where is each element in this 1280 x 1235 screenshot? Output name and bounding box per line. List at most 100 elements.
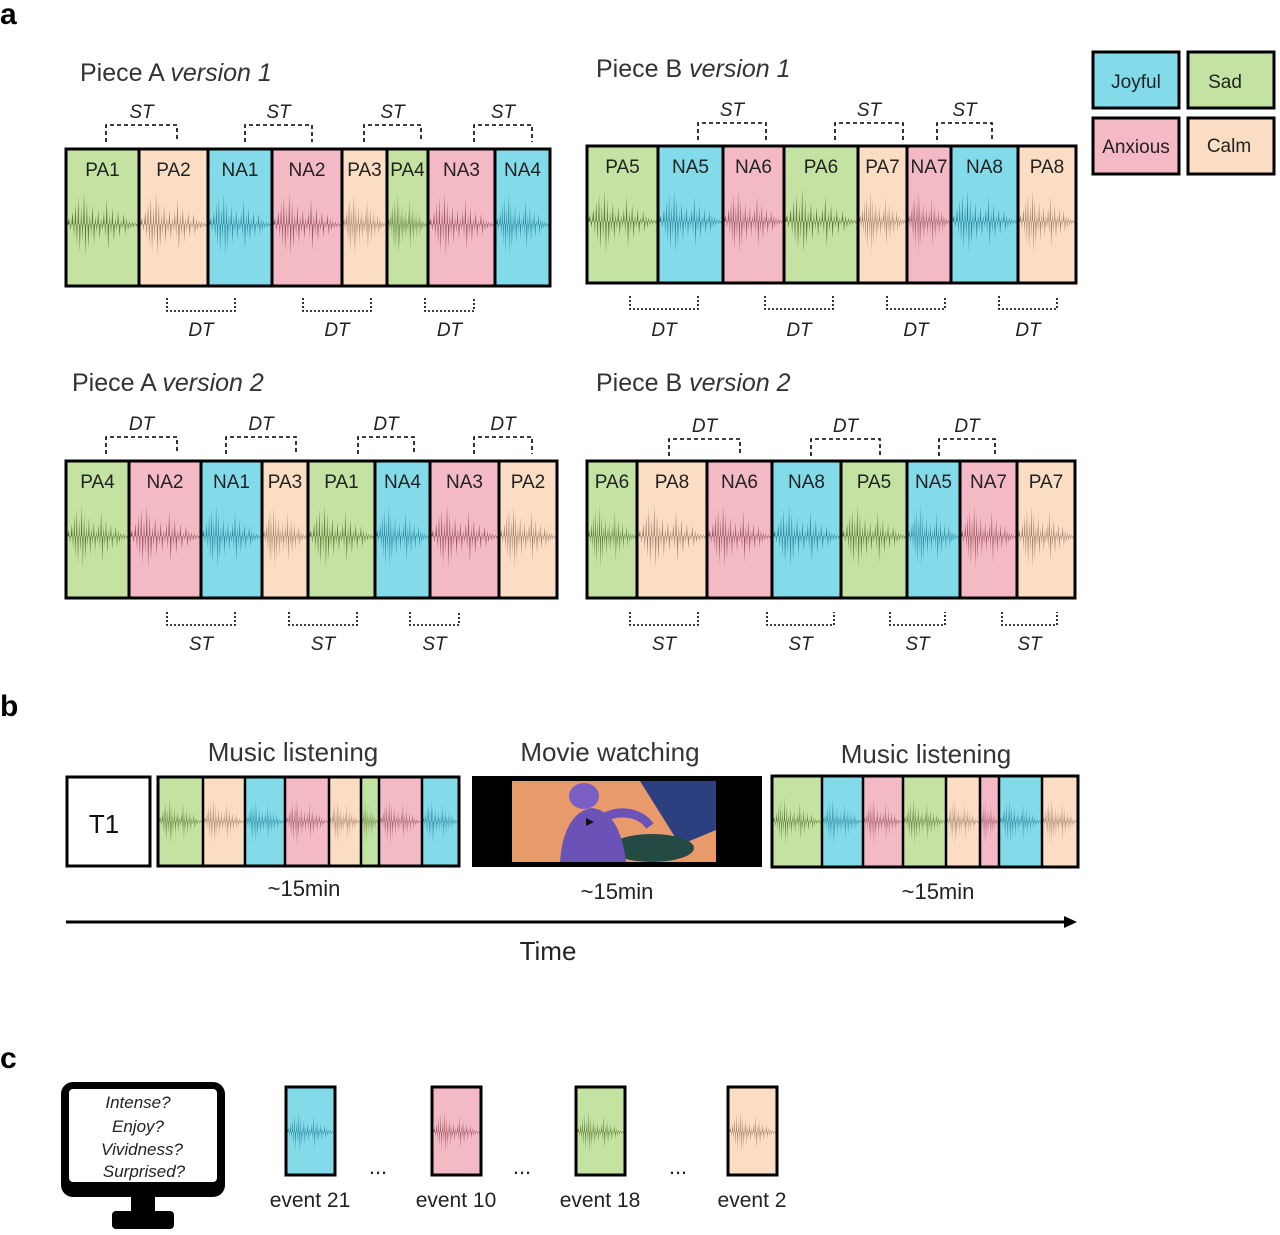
bracket-label: DT	[490, 414, 517, 435]
segment-pa6	[784, 146, 858, 283]
strip-border	[585, 144, 1078, 285]
segment-label: PA5	[857, 472, 892, 493]
bracket-label: ST	[189, 634, 215, 655]
segment-na4	[375, 461, 430, 598]
segment-label: PA4	[390, 160, 425, 181]
bracket-top	[105, 124, 178, 142]
bracket-label: DT	[954, 416, 981, 437]
segment-label: PA5	[605, 157, 640, 178]
block-title-music-2: Music listening	[841, 739, 1012, 769]
bracket-bottom	[288, 612, 358, 626]
segment-label: NA1	[222, 160, 259, 181]
segment-na8	[951, 146, 1018, 283]
segment-label: PA3	[347, 160, 382, 181]
bracket-label: ST	[788, 634, 814, 655]
timeline-segment	[203, 777, 245, 866]
timeline-segment	[379, 777, 422, 866]
bracket-bottom	[889, 612, 946, 626]
event-clip-3	[574, 1085, 627, 1177]
segment-pa4	[387, 149, 428, 286]
music-block-2	[770, 774, 1080, 869]
bracket-bottom	[1001, 612, 1058, 626]
movie-frame	[472, 776, 762, 867]
segment-na1	[208, 149, 272, 286]
event-clip-1	[284, 1085, 337, 1177]
bracket-top	[473, 124, 533, 142]
question-surprised: Surprised?	[103, 1162, 186, 1181]
segment-na5	[658, 146, 723, 283]
panel-label-b: b	[0, 690, 18, 723]
bracket-label: ST	[1017, 634, 1043, 655]
timeline-panel: T1 Music listening Movie watching Music …	[65, 737, 1080, 966]
bracket-label: ST	[311, 634, 337, 655]
panel-label-a: a	[0, 0, 17, 31]
segment-pa1	[66, 149, 139, 286]
segment-label: PA6	[595, 472, 630, 493]
bracket-top	[810, 438, 881, 456]
bracket-top	[357, 436, 415, 454]
event-clip-1-fill	[286, 1087, 335, 1175]
segment-label: NA3	[443, 160, 480, 181]
time-axis-label: Time	[520, 936, 577, 966]
timeline-segment	[285, 777, 329, 866]
bracket-top	[363, 124, 422, 142]
timeline-segment	[158, 777, 203, 866]
t1-box	[65, 775, 152, 868]
segment-label: NA2	[289, 160, 326, 181]
bracket-label: ST	[266, 102, 292, 123]
question-vividness: Vividness?	[101, 1140, 183, 1159]
segment-pa4-fill	[387, 149, 428, 286]
bracket-label: ST	[857, 100, 883, 121]
segment-label: PA8	[655, 472, 690, 493]
duration-music-1: ~15min	[268, 876, 341, 901]
segment-pa7	[858, 146, 907, 283]
segment-label: PA7	[865, 157, 900, 178]
legend-swatch-calm	[1186, 116, 1276, 176]
segment-pa4	[66, 461, 129, 598]
timeline-segment	[980, 776, 999, 867]
bracket-label: ST	[129, 102, 155, 123]
bracket-top	[936, 122, 993, 140]
bracket-label: ST	[491, 102, 517, 123]
question-enjoy: Enjoy?	[112, 1117, 165, 1136]
segment-pa8	[1018, 146, 1076, 283]
segment-label: NA5	[672, 157, 709, 178]
segment-na2	[129, 461, 201, 598]
timeline-segment	[245, 777, 285, 866]
segment-label: NA1	[213, 472, 250, 493]
bracket-top	[668, 438, 741, 456]
bracket-top	[473, 436, 533, 454]
timeline-segment	[1042, 776, 1078, 867]
movie-still-bowtie	[586, 818, 594, 826]
segment-label: NA5	[915, 472, 952, 493]
segment-pa2	[499, 461, 557, 598]
event-label: event 10	[416, 1189, 497, 1212]
strip-border	[585, 459, 1077, 600]
segment-pa3-fill	[262, 461, 308, 598]
monitor-screen	[69, 1089, 217, 1182]
music-block-1	[156, 775, 461, 868]
segment-pa5	[587, 146, 658, 283]
bracket-label: DT	[188, 320, 215, 341]
legend-swatch-anxious	[1091, 116, 1181, 176]
segment-na6	[723, 146, 784, 283]
bracket-bottom	[409, 612, 460, 626]
event-label: event 18	[560, 1189, 641, 1212]
timeline-segment	[361, 777, 379, 866]
segment-label: NA8	[966, 157, 1003, 178]
monitor-neck	[131, 1197, 155, 1213]
segment-label: NA6	[735, 157, 772, 178]
bracket-bottom	[886, 296, 946, 310]
segment-na8	[772, 461, 841, 598]
legend-swatch-joyful	[1091, 50, 1181, 110]
block-border	[770, 774, 1080, 869]
panel-label-c: c	[0, 1042, 17, 1075]
segment-pa5	[841, 461, 907, 598]
timeline-segment	[903, 776, 946, 867]
segment-na7	[960, 461, 1017, 598]
segment-pa3	[342, 149, 387, 286]
segment-na3	[428, 149, 495, 286]
bracket-bottom	[764, 296, 834, 310]
ratings-panel: Intense? Enjoy? Vividness? Surprised? ev…	[61, 1082, 786, 1229]
